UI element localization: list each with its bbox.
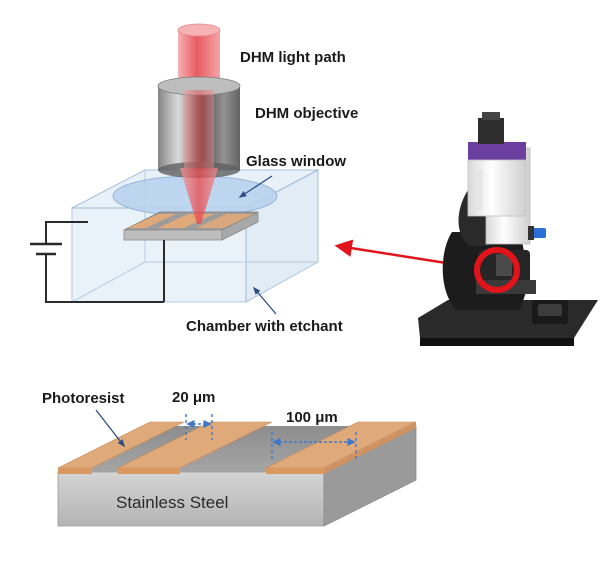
glass-window-leader bbox=[238, 175, 273, 198]
label-dhm-light-path: DHM light path bbox=[240, 49, 346, 66]
dimension-gap-20 bbox=[185, 414, 213, 440]
chamber-leader bbox=[252, 286, 277, 315]
substrate-diagram bbox=[57, 421, 417, 527]
dhm-microscope-photo bbox=[418, 112, 598, 346]
label-chamber: Chamber with etchant bbox=[186, 318, 343, 335]
label-glass-window: Glass window bbox=[246, 153, 346, 170]
photoresist-leader bbox=[95, 409, 125, 448]
dhm-light-beam bbox=[180, 168, 218, 224]
battery-circuit bbox=[30, 221, 164, 303]
dimension-gap-100 bbox=[271, 432, 357, 460]
objective-highlight-circle bbox=[474, 247, 520, 293]
label-gap-20: 20 μm bbox=[172, 389, 215, 406]
label-photoresist: Photoresist bbox=[42, 390, 125, 407]
label-gap-100: 100 μm bbox=[286, 409, 338, 426]
label-stainless-steel: Stainless Steel bbox=[116, 493, 228, 512]
label-dhm-objective: DHM objective bbox=[255, 105, 358, 122]
dhm-objective bbox=[157, 23, 241, 178]
photoresist-stripe bbox=[117, 421, 273, 474]
